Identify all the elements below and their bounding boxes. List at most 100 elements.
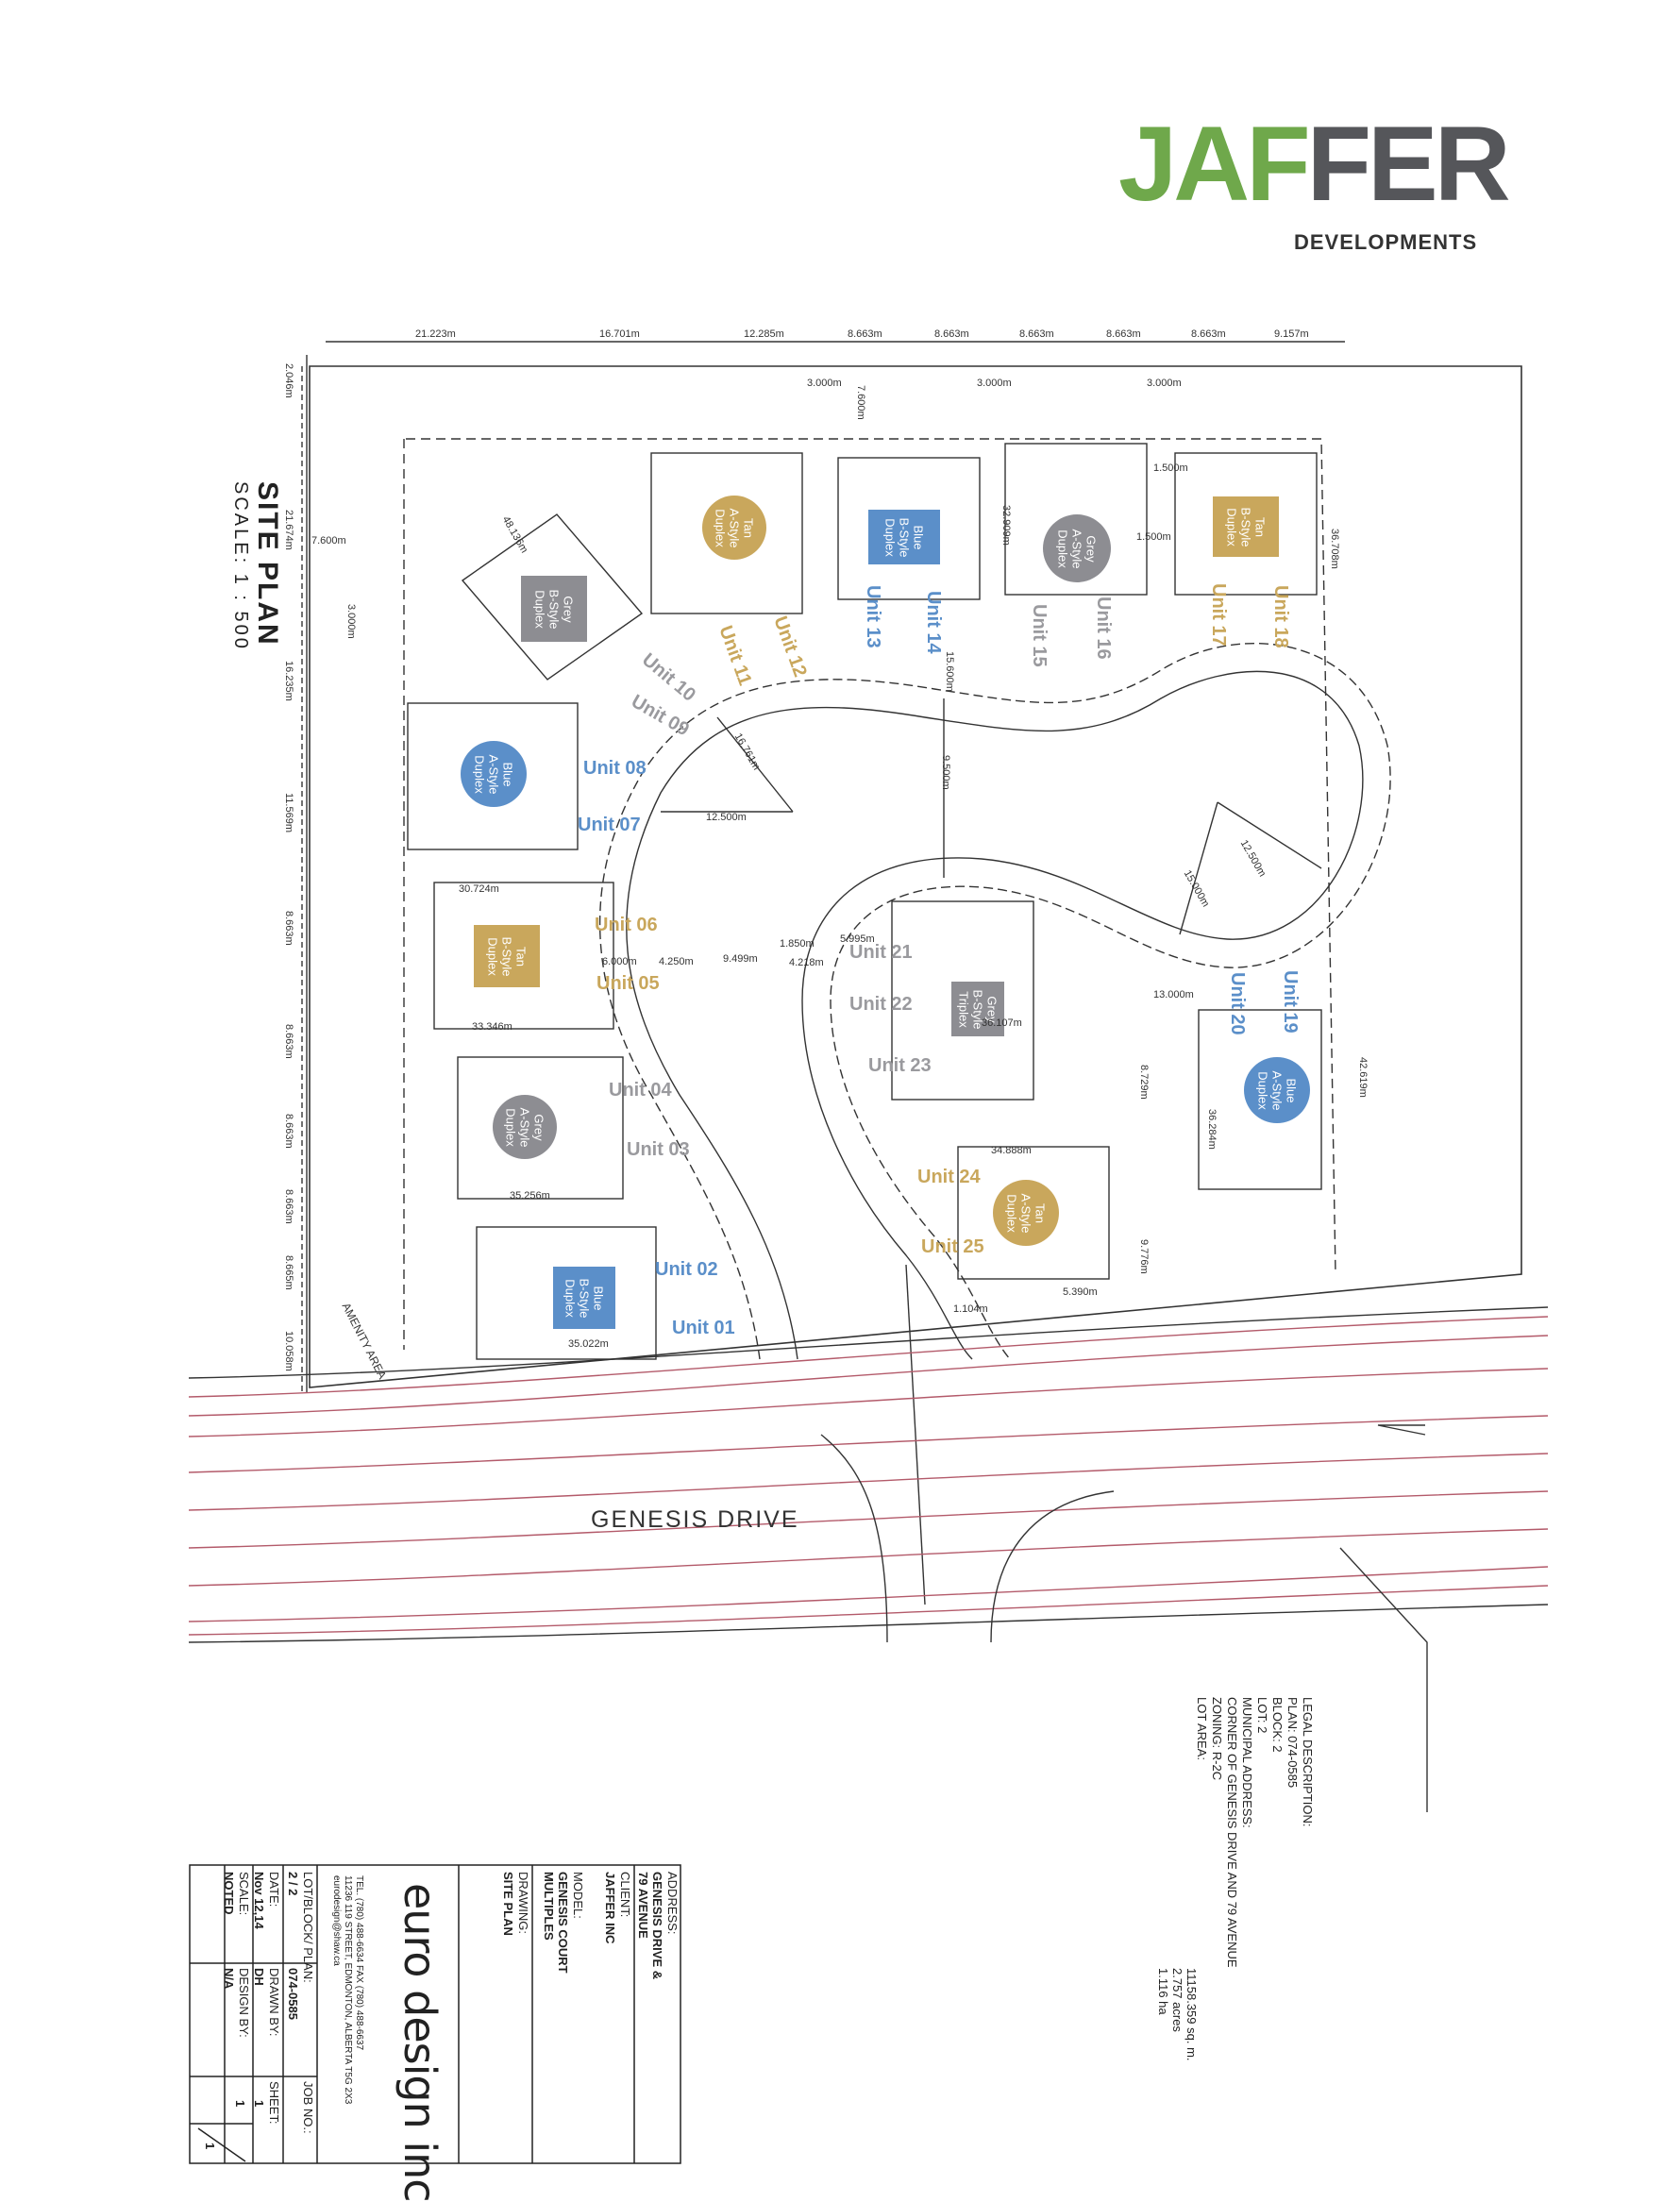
badge-line: Tan [513,946,529,967]
unit-label: Unit 01 [672,1318,735,1338]
logo-wordmark: JAFFER [1118,105,1511,223]
badge-line: Blue [1284,1077,1299,1103]
unit-label: Unit 03 [627,1139,690,1160]
area-line: 11158.359 sq. m. [1184,1968,1199,2061]
badge-line: A-Style [727,508,742,547]
plan-no-value: 074-0585 [286,1968,300,2020]
address-label: ADDRESS: [665,1872,680,1935]
title-scale: SCALE: 1 : 500 [230,481,251,651]
client-value: JAFFER INC [603,1872,617,1944]
title-block: ADDRESS: GENESIS DRIVE & 79 AVENUE CLIEN… [189,1864,681,2202]
unit-label: Unit 25 [921,1236,984,1257]
firm-contact-2: 11236 119 STREET, EDMONTON, ALBERTA T5G … [343,1875,353,2105]
scale-label: SCALE: [237,1872,251,1916]
legal-line: CORNER OF GENESIS DRIVE AND 79 AVENUE [1225,1697,1239,1968]
lot-area-values: 11158.359 sq. m. 2.757 acres 1.116 ha [1156,1968,1199,2061]
unit-label: Unit 13 [863,585,883,648]
dimension-label: 5.995m [840,933,875,945]
lot-block-plan-label: LOT/BLOCK/ PLAN: [301,1872,315,1983]
legal-line: LOT AREA: [1195,1697,1209,1760]
badge-line: Duplex [1055,529,1070,568]
dimension-label: 13.000m [1153,989,1194,1000]
badge-line: Grey [1084,534,1099,563]
badge-line: Duplex [503,1107,518,1147]
unit-label: Unit 24 [917,1167,981,1187]
unit-label: Unit 19 [1280,970,1301,1034]
badge-line: Duplex [882,517,898,557]
badge-line: Duplex [532,589,547,629]
design-by-label: DESIGN BY: [237,1968,251,2038]
unit-label: Unit 04 [609,1080,672,1101]
design-by-value: N/A [222,1968,236,1990]
client-label: CLIENT: [618,1872,632,1918]
dimension-label: 36.708m [1329,529,1340,569]
badge-line: Duplex [563,1278,578,1318]
dimension-label: 2.046m [283,363,294,398]
drawing-label: DRAWING: [516,1872,530,1934]
sheet-value: 1 [252,2100,266,2108]
dimension-label: 8.663m [1019,328,1054,340]
unit-label: Unit 22 [849,994,913,1015]
unit-label: Unit 16 [1093,597,1114,660]
badge-line: Duplex [472,754,487,794]
unit-label: Unit 02 [655,1259,718,1280]
model-line-1: GENESIS COURT [556,1872,570,1974]
legal-line: LEGAL DESCRIPTION: [1301,1697,1315,1827]
unit-label: Unit 15 [1029,604,1050,667]
dimension-label: 8.663m [283,1114,294,1149]
firm-contact-3: eurodesign@shaw.ca [331,1875,342,1966]
dimension-label: 12.285m [744,328,784,340]
badge-line: Blue [591,1285,606,1311]
dimension-label: 1.500m [1153,462,1188,474]
firm-contact-1: TEL. (780) 488-6634 FAX (780) 488-6637 [354,1875,364,2051]
badge-line: Duplex [1004,1193,1019,1233]
dimension-label: 3.000m [977,378,1012,389]
date-value: Nov 12,14 [252,1872,266,1929]
dimension-label: 30.724m [459,883,499,895]
drawn-by-value: DH [252,1968,266,1986]
address-line-1: GENESIS DRIVE & [650,1872,664,1980]
dimension-label: 35.022m [568,1338,609,1350]
drawing-value: SITE PLAN [501,1872,515,1936]
dimension-label: 8.663m [1191,328,1226,340]
dimension-label: 35.256m [510,1190,550,1202]
unit-label: Unit 14 [923,591,944,654]
site-plan-title: SITE PLAN SCALE: 1 : 500 [229,481,283,651]
dimension-label: 1.500m [1136,531,1171,543]
legal-description: LEGAL DESCRIPTION: PLAN: 074-0585 BLOCK:… [1194,1697,1315,1968]
badge-line: Blue [500,761,515,787]
badge-line: B-Style [897,517,912,557]
sheet-of: 1 [233,2100,247,2108]
logo-letter: A [1173,105,1250,223]
dimension-label: 21.223m [415,328,456,340]
dimension-label: 9.499m [723,953,758,965]
badge-line: Grey [531,1113,546,1141]
unit-label: Unit 23 [868,1055,932,1076]
dimension-label: 8.663m [934,328,969,340]
badge-line: B-Style [1238,507,1253,546]
dimension-label: 36.107m [982,1017,1022,1029]
unit-label: Unit 06 [595,915,658,935]
dimension-label: 8.663m [1106,328,1141,340]
badge-line: Duplex [1224,507,1239,546]
title-block-frame [189,1864,681,2164]
logo-letter: F [1246,105,1310,223]
dimension-label: 21.674m [283,510,294,550]
model-line-2: MULTIPLES [542,1872,556,1941]
logo-subtitle: DEVELOPMENTS [1294,230,1478,254]
dimension-label: 7.600m [311,535,346,546]
unit-label: Unit 08 [583,758,647,779]
dimension-label: 36.284m [1206,1109,1218,1150]
badge-line: Triplex [956,990,971,1028]
